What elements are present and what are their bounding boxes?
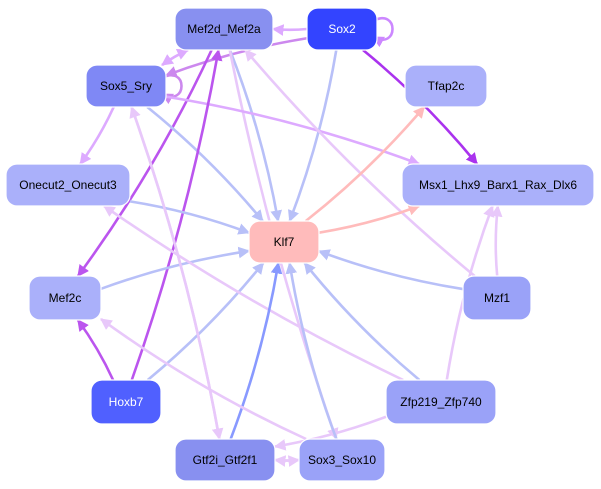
- edges-layer: [76, 17, 503, 467]
- node-hoxb7[interactable]: Hoxb7: [90, 379, 162, 425]
- node-label: Sox5_Sry: [100, 79, 152, 93]
- node-box: [85, 64, 167, 108]
- edge-Klf7-to-Msx1_Lhx9_Barx1_Rax_Dlx6: [318, 204, 421, 234]
- edge-Mzf1-to-Mef2d_Mef2a: [244, 49, 476, 278]
- edge-Sox3_Sox10-to-Klf7: [285, 261, 338, 440]
- node-label: Sox3_Sox10: [308, 453, 376, 467]
- node-label: Zfp219_Zfp740: [400, 395, 482, 409]
- node-msx1_lhx9_barx1_rax_dlx6[interactable]: Msx1_Lhx9_Barx1_Rax_Dlx6: [401, 163, 595, 207]
- edge-Sox5_Sry-to-Mef2d_Mef2a: [161, 48, 189, 67]
- node-label: Tfap2c: [428, 79, 465, 93]
- node-box: [248, 220, 320, 264]
- edge-Hoxb7-to-Klf7: [146, 262, 265, 382]
- edge-Mef2c-to-Klf7: [100, 246, 251, 291]
- node-box: [404, 64, 488, 108]
- edge-Sox5_Sry-to-Msx1_Lhx9_Barx1_Rax_Dlx6: [165, 95, 421, 166]
- edge-Sox2-to-Klf7: [288, 49, 338, 223]
- node-label: Onecut2_Onecut3: [19, 178, 117, 192]
- edge-Sox3_Sox10-to-Gtf2i_Gtf2f1: [273, 455, 300, 467]
- node-label: Gtf2i_Gtf2f1: [193, 453, 258, 467]
- node-box: [462, 275, 532, 321]
- node-box: [401, 163, 595, 207]
- edge-Mzf1-to-Klf7: [317, 249, 464, 291]
- edge-Sox2-to-Mef2d_Mef2a: [271, 24, 308, 36]
- edge-Zfp219_Zfp740-to-Gtf2i_Gtf2f1: [273, 415, 387, 451]
- edge-Gtf2i_Gtf2f1-to-Sox5_Sry: [129, 105, 221, 440]
- node-mef2d_mef2a[interactable]: Mef2d_Mef2a: [174, 7, 274, 51]
- node-label: Mef2d_Mef2a: [187, 22, 261, 36]
- node-label: Mzf1: [484, 291, 510, 305]
- node-box: [298, 438, 386, 482]
- edge-Zfp219_Zfp740-to-Klf7: [303, 262, 421, 381]
- node-box: [306, 7, 378, 51]
- node-klf7[interactable]: Klf7: [248, 220, 320, 264]
- edge-Sox5_Sry-to-Onecut2_Onecut3: [79, 106, 115, 165]
- node-label: Sox2: [328, 22, 356, 36]
- edge-Onecut2_Onecut3-to-Klf7: [129, 200, 251, 235]
- node-sox5_sry[interactable]: Sox5_Sry: [85, 64, 167, 108]
- node-box: [174, 438, 276, 482]
- node-tfap2c[interactable]: Tfap2c: [404, 64, 488, 108]
- node-mzf1[interactable]: Mzf1: [462, 275, 532, 321]
- edge-Gtf2i_Gtf2f1-to-Klf7: [229, 261, 283, 440]
- node-mef2c[interactable]: Mef2c: [28, 275, 102, 321]
- edge-Hoxb7-to-Mef2c: [76, 319, 115, 381]
- node-label: Mef2c: [49, 291, 82, 305]
- edge-Sox2-to-Sox5_Sry: [164, 36, 308, 78]
- node-label: Msx1_Lhx9_Barx1_Rax_Dlx6: [419, 178, 577, 192]
- edge-Mzf1-to-Msx1_Lhx9_Barx1_Rax_Dlx6: [490, 204, 503, 277]
- node-gtf2i_gtf2f1[interactable]: Gtf2i_Gtf2f1: [174, 438, 276, 482]
- node-box: [174, 7, 274, 51]
- node-onecut2_onecut3[interactable]: Onecut2_Onecut3: [5, 163, 131, 207]
- node-box: [90, 379, 162, 425]
- edge-Sox5_Sry-to-Klf7: [146, 105, 264, 222]
- node-box: [385, 379, 497, 425]
- node-box: [5, 163, 131, 207]
- node-box: [28, 275, 102, 321]
- edge-Hoxb7-to-Mef2d_Mef2a: [130, 48, 223, 381]
- node-zfp219_zfp740[interactable]: Zfp219_Zfp740: [385, 379, 497, 425]
- edge-Zfp219_Zfp740-to-Onecut2_Onecut3: [103, 204, 404, 382]
- node-label: Klf7: [274, 235, 295, 249]
- edge-Sox3_Sox10-to-Mef2c: [100, 318, 307, 441]
- node-sox2[interactable]: Sox2: [306, 7, 378, 51]
- node-label: Hoxb7: [109, 395, 144, 409]
- edge-Sox2-to-Sox2: [371, 17, 394, 48]
- edge-Mef2d_Mef2a-to-Klf7: [228, 49, 283, 223]
- edge-Klf7-to-Tfap2c: [305, 106, 426, 223]
- node-sox3_sox10[interactable]: Sox3_Sox10: [298, 438, 386, 482]
